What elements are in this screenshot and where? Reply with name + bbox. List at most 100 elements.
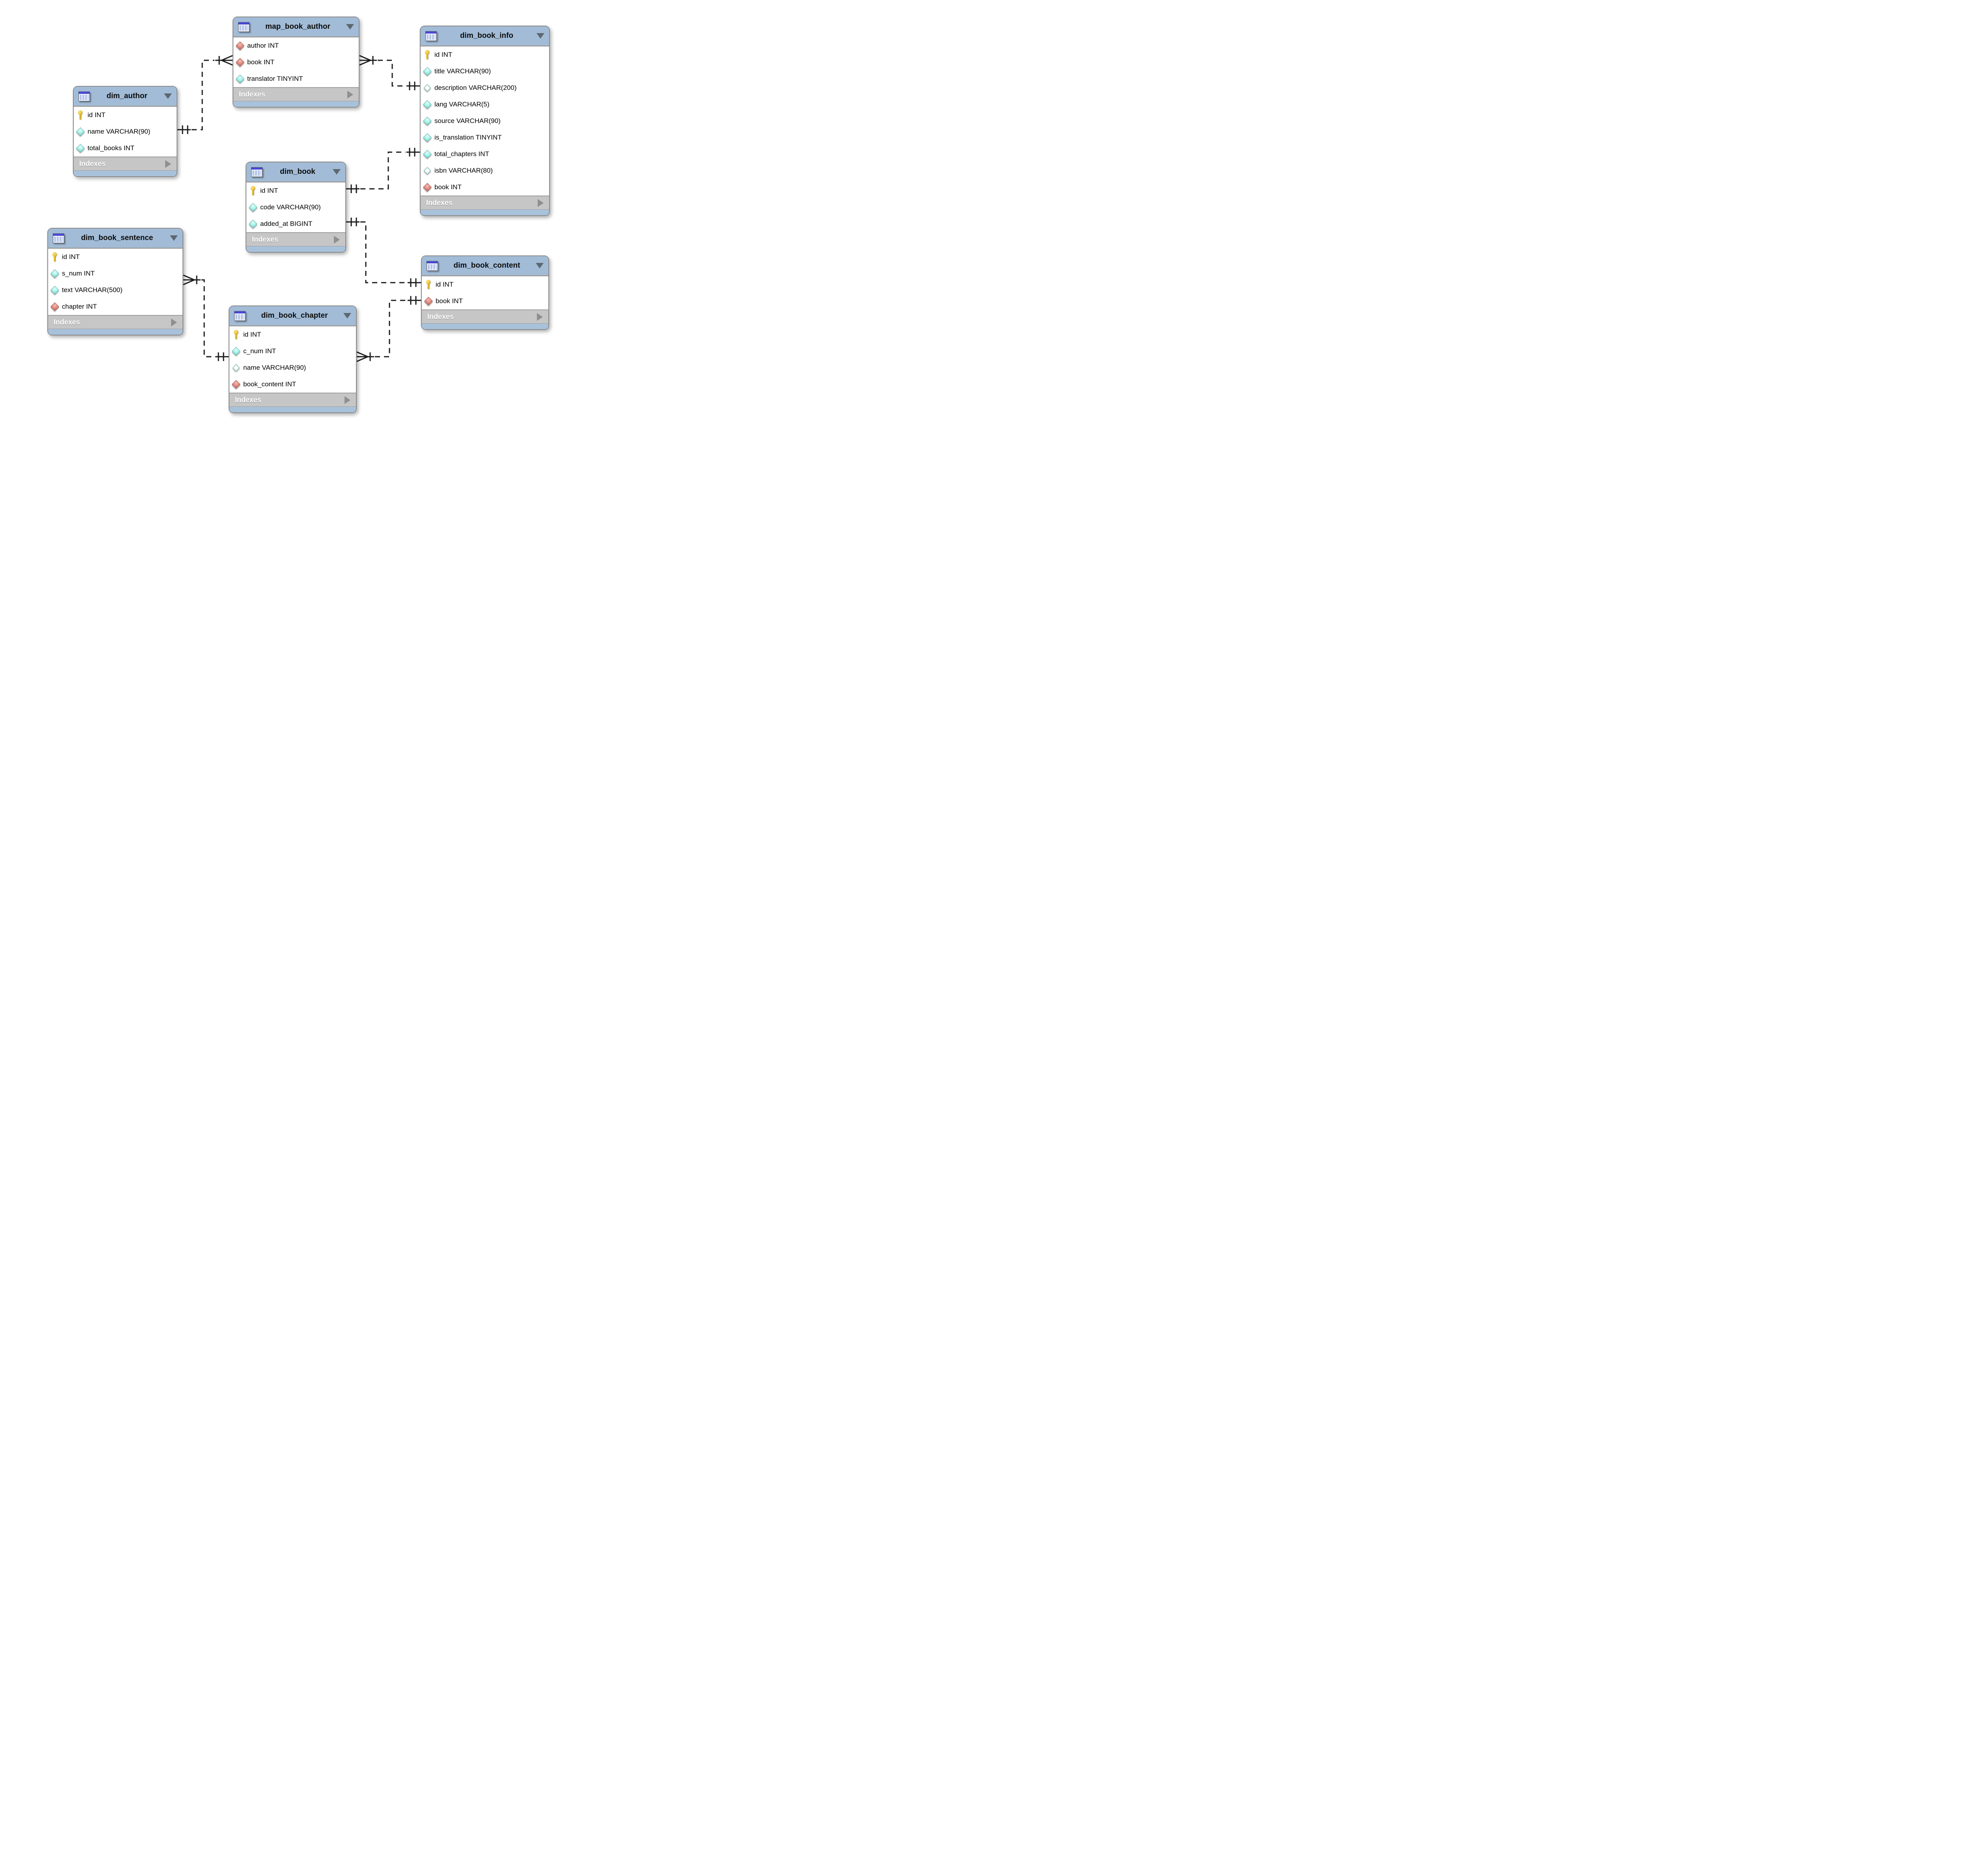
- collapse-triangle-icon[interactable]: [536, 263, 544, 268]
- relationship-dim_book-dim_book_content[interactable]: [346, 218, 421, 287]
- column-row[interactable]: id INT: [422, 276, 548, 293]
- column-row[interactable]: lang VARCHAR(5): [421, 96, 549, 113]
- column-row[interactable]: translator TINYINT: [233, 71, 359, 87]
- table-header-map_book_author[interactable]: map_book_author: [233, 17, 359, 37]
- table-icon: [238, 22, 250, 32]
- column-row[interactable]: is_translation TINYINT: [421, 129, 549, 146]
- columns-section: id INT book INT: [422, 276, 548, 309]
- column-notnull-diamond-icon: [76, 143, 85, 153]
- expand-triangle-icon[interactable]: [347, 90, 353, 99]
- column-label: book_content INT: [243, 380, 296, 388]
- expand-triangle-icon[interactable]: [334, 235, 340, 244]
- table-header-dim_book_info[interactable]: dim_book_info: [421, 26, 549, 47]
- relationship-dim_book_sentence-dim_book_chapter[interactable]: [183, 274, 229, 361]
- column-row[interactable]: book INT: [422, 293, 548, 309]
- column-row[interactable]: book_content INT: [229, 376, 356, 393]
- collapse-triangle-icon[interactable]: [346, 24, 354, 30]
- table-header-dim_book_sentence[interactable]: dim_book_sentence: [48, 229, 183, 249]
- expand-triangle-icon[interactable]: [171, 318, 177, 326]
- column-row[interactable]: id INT: [246, 183, 345, 199]
- column-label: book INT: [434, 183, 462, 191]
- column-label: code VARCHAR(90): [260, 203, 321, 211]
- column-label: chapter INT: [62, 303, 97, 310]
- expand-triangle-icon[interactable]: [165, 160, 171, 168]
- collapse-triangle-icon[interactable]: [537, 33, 544, 39]
- table-footer-strip: [229, 407, 356, 412]
- indexes-bar[interactable]: Indexes: [422, 309, 548, 324]
- column-row[interactable]: description VARCHAR(200): [421, 80, 549, 96]
- column-label: book INT: [247, 58, 274, 66]
- indexes-label: Indexes: [427, 313, 454, 320]
- column-row[interactable]: author INT: [233, 37, 359, 54]
- column-row[interactable]: book INT: [233, 54, 359, 71]
- collapse-triangle-icon[interactable]: [343, 313, 351, 319]
- expand-triangle-icon[interactable]: [538, 199, 544, 207]
- column-label: s_num INT: [62, 270, 95, 277]
- column-row[interactable]: id INT: [48, 249, 183, 265]
- collapse-triangle-icon[interactable]: [333, 169, 341, 175]
- column-row[interactable]: source VARCHAR(90): [421, 113, 549, 129]
- table-icon: [78, 91, 90, 101]
- column-icon-cell: [235, 74, 245, 84]
- table-header-dim_book[interactable]: dim_book: [246, 162, 345, 183]
- column-row[interactable]: isbn VARCHAR(80): [421, 162, 549, 179]
- column-row[interactable]: added_at BIGINT: [246, 216, 345, 232]
- expand-triangle-icon[interactable]: [537, 313, 543, 321]
- column-row[interactable]: name VARCHAR(90): [74, 123, 177, 140]
- expand-triangle-icon[interactable]: [345, 396, 350, 404]
- column-row[interactable]: total_chapters INT: [421, 146, 549, 162]
- column-row[interactable]: s_num INT: [48, 265, 183, 282]
- column-icon-cell: [423, 116, 432, 126]
- table-header-dim_author[interactable]: dim_author: [74, 87, 177, 107]
- relationship-dim_book-dim_book_info[interactable]: [346, 148, 420, 193]
- collapse-triangle-icon[interactable]: [170, 235, 178, 241]
- table-header-dim_book_chapter[interactable]: dim_book_chapter: [229, 306, 356, 326]
- column-label: id INT: [243, 331, 261, 338]
- indexes-bar[interactable]: Indexes: [48, 315, 183, 329]
- column-row[interactable]: total_books INT: [74, 140, 177, 156]
- column-row[interactable]: book INT: [421, 179, 549, 196]
- indexes-bar[interactable]: Indexes: [421, 196, 549, 210]
- column-icon-cell: [424, 50, 430, 60]
- table-header-dim_book_content[interactable]: dim_book_content: [422, 256, 548, 276]
- table-title: dim_author: [106, 92, 147, 100]
- column-notnull-diamond-icon: [423, 133, 432, 142]
- column-row[interactable]: name VARCHAR(90): [229, 360, 356, 376]
- column-icon-cell: [248, 219, 258, 229]
- column-row[interactable]: id INT: [421, 47, 549, 63]
- column-label: isbn VARCHAR(80): [434, 167, 493, 174]
- indexes-bar[interactable]: Indexes: [246, 232, 345, 246]
- relationship-dim_author-map_book_author[interactable]: [177, 55, 233, 134]
- column-row[interactable]: code VARCHAR(90): [246, 199, 345, 216]
- column-row[interactable]: c_num INT: [229, 343, 356, 360]
- column-row[interactable]: id INT: [74, 107, 177, 123]
- indexes-label: Indexes: [239, 90, 266, 98]
- column-icon-cell: [50, 269, 60, 278]
- column-label: book INT: [436, 297, 463, 305]
- column-row[interactable]: text VARCHAR(500): [48, 282, 183, 298]
- column-row[interactable]: id INT: [229, 326, 356, 343]
- indexes-bar[interactable]: Indexes: [74, 156, 177, 171]
- table-footer-strip: [233, 101, 359, 107]
- column-row[interactable]: title VARCHAR(90): [421, 63, 549, 80]
- relationship-dim_book_chapter-dim_book_content[interactable]: [356, 296, 421, 362]
- column-row[interactable]: chapter INT: [48, 298, 183, 315]
- column-icon-cell: [423, 149, 432, 159]
- column-label: c_num INT: [243, 347, 276, 355]
- relationship-map_book_author-dim_book_info[interactable]: [359, 55, 420, 90]
- indexes-bar[interactable]: Indexes: [229, 393, 356, 407]
- column-label: lang VARCHAR(5): [434, 101, 490, 108]
- table-title: dim_book_sentence: [81, 234, 153, 242]
- indexes-bar[interactable]: Indexes: [233, 87, 359, 101]
- table-footer-strip: [74, 171, 177, 176]
- collapse-triangle-icon[interactable]: [164, 93, 172, 99]
